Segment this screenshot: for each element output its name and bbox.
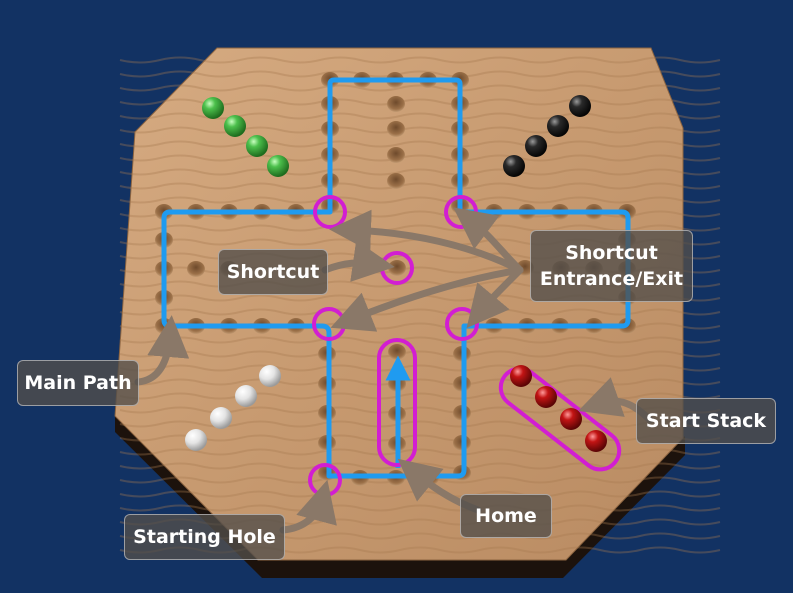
green-marble[interactable] <box>267 155 289 177</box>
green-marble[interactable] <box>224 115 246 137</box>
wood-grain-line <box>119 126 721 134</box>
wood-grain-line <box>119 196 721 204</box>
wood-grain-line <box>119 56 721 64</box>
wood-grain-line <box>119 70 721 78</box>
white-marble[interactable] <box>210 407 232 429</box>
black-marble[interactable] <box>503 155 525 177</box>
shortcut-entrance-exit-callout: Shortcut Entrance/Exit <box>530 230 693 302</box>
board-hole[interactable] <box>388 344 406 360</box>
shortcut-callout: Shortcut <box>218 249 328 295</box>
home-label: Home <box>475 505 537 527</box>
shortcut-entrance-exit-label-line1: Shortcut <box>565 242 658 264</box>
wood-grain-line <box>119 168 721 176</box>
shortcut-entrance-exit-label-line2: Entrance/Exit <box>539 268 684 290</box>
home-callout: Home <box>460 494 552 538</box>
white-marble[interactable] <box>185 429 207 451</box>
starting-hole-callout: Starting Hole <box>124 514 285 560</box>
board-hole[interactable] <box>187 261 205 277</box>
red-marbles[interactable] <box>510 365 607 452</box>
green-marble[interactable] <box>246 135 268 157</box>
green-marbles[interactable] <box>202 97 289 177</box>
red-marble[interactable] <box>535 386 557 408</box>
wood-grain-line <box>119 140 721 148</box>
wood-grain-line <box>119 364 721 372</box>
black-marbles[interactable] <box>503 95 591 177</box>
start-stack-callout: Start Stack <box>636 398 776 444</box>
board-hole[interactable] <box>387 96 405 112</box>
black-marble[interactable] <box>547 115 569 137</box>
wood-grain-line <box>119 504 721 512</box>
white-marbles[interactable] <box>185 365 281 451</box>
starting-hole-label: Starting Hole <box>133 526 276 548</box>
wood-grain-line <box>119 112 721 120</box>
wood-grain-line <box>119 350 721 358</box>
main-path-callout: Main Path <box>17 360 139 406</box>
start-stack-highlight <box>498 366 622 472</box>
board-hole[interactable] <box>387 121 405 137</box>
wood-grain-line <box>119 434 721 442</box>
wood-grain-line <box>119 308 721 316</box>
green-marble[interactable] <box>202 97 224 119</box>
home-lane-highlight <box>377 338 417 467</box>
start-stack-label: Start Stack <box>645 410 767 432</box>
wood-grain-line <box>119 154 721 162</box>
wood-grain-line <box>119 182 721 190</box>
main-path-label: Main Path <box>24 372 132 394</box>
black-marble[interactable] <box>569 95 591 117</box>
board-hole[interactable] <box>387 173 405 189</box>
board-hole[interactable] <box>388 260 406 276</box>
wood-grain-line <box>119 84 721 92</box>
board-hole[interactable] <box>387 147 405 163</box>
white-marble[interactable] <box>235 385 257 407</box>
wood-grain-line <box>119 336 721 344</box>
red-marble[interactable] <box>585 430 607 452</box>
red-marble[interactable] <box>560 408 582 430</box>
shortcut-label: Shortcut <box>226 261 320 283</box>
red-marble[interactable] <box>510 365 532 387</box>
white-marble[interactable] <box>259 365 281 387</box>
black-marble[interactable] <box>525 135 547 157</box>
